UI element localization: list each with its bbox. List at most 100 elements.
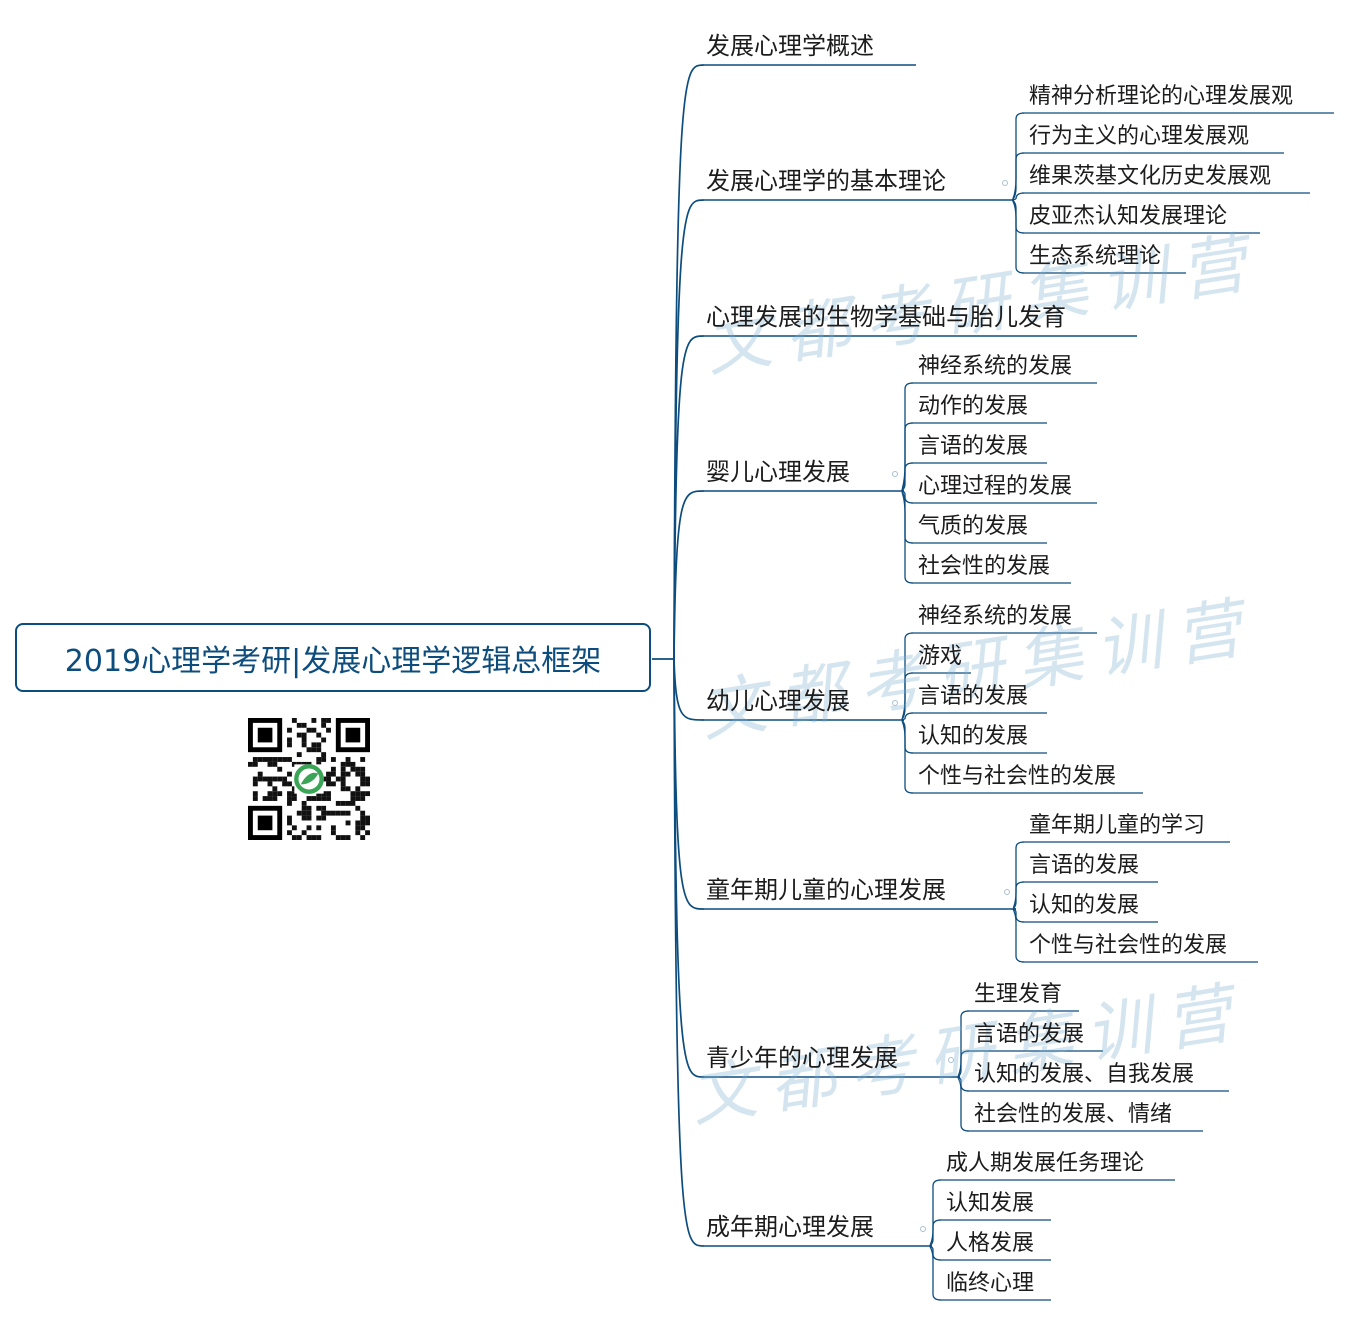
qr-module — [267, 761, 273, 767]
qr-module — [248, 761, 253, 767]
subtopic[interactable]: 人格发展 — [946, 1231, 1035, 1256]
qr-module — [306, 805, 312, 811]
subtopic[interactable]: 精神分析理论的心理发展观 — [1029, 84, 1294, 109]
subtopic[interactable]: 游戏 — [918, 644, 963, 669]
subtopic[interactable]: 个性与社会性的发展 — [918, 764, 1117, 789]
subtopic[interactable]: 个性与社会性的发展 — [1029, 933, 1228, 958]
topic-adulthood[interactable]: 成年期心理发展 — [706, 1213, 874, 1241]
qr-module — [291, 761, 297, 767]
qr-module — [287, 815, 292, 821]
subtopic[interactable]: 生态系统理论 — [1029, 244, 1162, 269]
topic-overview[interactable]: 发展心理学概述 — [706, 32, 874, 60]
qr-module — [326, 771, 331, 777]
qr-module — [252, 791, 258, 797]
qr-module — [301, 800, 307, 806]
qr-module — [355, 791, 361, 797]
topic-childhood[interactable]: 童年期儿童的心理发展 — [706, 876, 946, 904]
qr-module — [316, 825, 322, 831]
collapse-toggle-icon[interactable] — [1004, 889, 1010, 895]
subtopic[interactable]: 言语的发展 — [1029, 853, 1140, 878]
qr-module — [301, 722, 307, 728]
qr-module — [365, 776, 370, 782]
qr-module — [330, 781, 336, 787]
qr-module — [306, 747, 312, 753]
subtopic[interactable]: 认知发展 — [946, 1191, 1035, 1216]
subtopic[interactable]: 神经系统的发展 — [918, 354, 1073, 379]
connector — [1012, 908, 1025, 963]
qr-module — [291, 791, 297, 797]
subtopic[interactable]: 社会性的发展、情绪 — [974, 1102, 1173, 1127]
topic-basic-theories[interactable]: 发展心理学的基本理论 — [706, 167, 946, 195]
qr-module — [360, 776, 366, 782]
subtopic[interactable]: 成人期发展任务理论 — [946, 1151, 1145, 1176]
qr-logo — [294, 764, 324, 794]
qr-module — [355, 805, 361, 811]
qr-module — [306, 835, 312, 840]
qr-module — [301, 815, 307, 821]
subtopic[interactable]: 认知的发展、自我发展 — [974, 1062, 1195, 1087]
qr-module — [360, 781, 366, 787]
qr-module — [252, 761, 258, 767]
qr-module — [296, 722, 302, 728]
qr-module — [252, 796, 258, 801]
qr-module — [330, 810, 336, 816]
qr-module — [350, 796, 356, 801]
topic-biological-basis[interactable]: 心理发展的生物学基础与胎儿发育 — [706, 303, 1066, 331]
qr-module — [282, 781, 288, 787]
subtopic[interactable]: 维果茨基文化历史发展观 — [1029, 164, 1272, 189]
qr-module — [326, 796, 331, 801]
qr-module — [350, 791, 356, 797]
subtopic[interactable]: 言语的发展 — [918, 684, 1029, 709]
subtopic[interactable]: 心理过程的发展 — [918, 474, 1073, 499]
qr-module — [340, 786, 346, 792]
collapse-toggle-icon[interactable] — [1002, 180, 1008, 186]
subtopic[interactable]: 动作的发展 — [918, 394, 1029, 419]
qr-module — [306, 727, 312, 733]
qr-module — [326, 810, 331, 816]
subtopic[interactable]: 神经系统的发展 — [918, 604, 1073, 629]
qr-module — [316, 747, 322, 753]
qr-module — [321, 796, 327, 801]
connector — [673, 199, 705, 660]
collapse-toggle-icon[interactable] — [948, 1057, 954, 1063]
qr-module — [360, 796, 366, 801]
qr-module — [345, 786, 351, 792]
qr-module — [287, 737, 292, 743]
subtopic[interactable]: 皮亚杰认知发展理论 — [1029, 204, 1228, 229]
topic-infant[interactable]: 婴儿心理发展 — [706, 458, 850, 486]
collapse-toggle-icon[interactable] — [892, 471, 898, 477]
connector — [929, 1245, 942, 1301]
qr-module — [335, 835, 341, 840]
qr-module — [301, 810, 307, 816]
qr-module — [355, 786, 361, 792]
subtopic[interactable]: 言语的发展 — [974, 1022, 1085, 1047]
connector — [673, 64, 705, 660]
qr-module — [306, 815, 312, 821]
subtopic[interactable]: 生理发育 — [974, 982, 1063, 1007]
subtopic[interactable]: 认知的发展 — [918, 724, 1029, 749]
qr-module — [277, 757, 283, 762]
collapse-toggle-icon[interactable] — [920, 1226, 926, 1232]
qr-module — [345, 820, 351, 826]
qr-module — [282, 757, 288, 762]
collapse-toggle-icon[interactable] — [892, 700, 898, 706]
connector — [673, 658, 705, 1247]
qr-module — [287, 791, 292, 797]
subtopic[interactable]: 童年期儿童的学习 — [1029, 813, 1206, 838]
subtopic[interactable]: 临终心理 — [946, 1271, 1035, 1296]
qr-module — [355, 825, 361, 831]
qr-module — [316, 791, 322, 797]
subtopic[interactable]: 认知的发展 — [1029, 893, 1140, 918]
qr-module — [360, 791, 366, 797]
qr-module — [287, 796, 292, 801]
qr-module — [321, 810, 327, 816]
topic-early-childhood[interactable]: 幼儿心理发展 — [706, 687, 850, 715]
topic-adolescence[interactable]: 青少年的心理发展 — [706, 1044, 898, 1072]
subtopic[interactable]: 气质的发展 — [918, 514, 1029, 539]
subtopic[interactable]: 社会性的发展 — [918, 554, 1051, 579]
subtopic[interactable]: 行为主义的心理发展观 — [1029, 124, 1250, 149]
subtopic[interactable]: 言语的发展 — [918, 434, 1029, 459]
root-topic[interactable]: 2019心理学考研|发展心理学逻辑总框架 — [15, 623, 651, 692]
qr-module — [272, 761, 278, 767]
qr-module — [306, 810, 312, 816]
